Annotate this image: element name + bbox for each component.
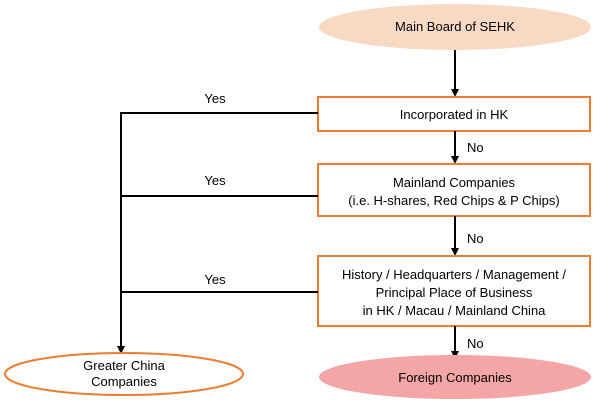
- foreign-companies-node: [319, 355, 591, 399]
- foreign-companies-label: Foreign Companies: [398, 370, 512, 385]
- greater-china-line2: Companies: [91, 374, 157, 389]
- decision-history-line2: Principal Place of Business: [376, 285, 533, 300]
- yes-label-3: Yes: [204, 272, 226, 287]
- decision-mainland-line1: Mainland Companies: [393, 175, 516, 190]
- decision-mainland-line2: (i.e. H-shares, Red Chips & P Chips): [348, 193, 559, 208]
- greater-china-line1: Greater China: [83, 358, 165, 373]
- decision-history-line3: in HK / Macau / Mainland China: [363, 303, 547, 318]
- start-label: Main Board of SEHK: [395, 19, 515, 34]
- decision-mainland: [317, 163, 591, 217]
- no-label-2: No: [467, 231, 484, 246]
- no-label-3: No: [467, 336, 484, 351]
- yes-label-2: Yes: [204, 173, 226, 188]
- decision-history-line1: History / Headquarters / Management /: [342, 267, 566, 282]
- start-node: [319, 4, 591, 50]
- decision-incorporated-hk: [317, 96, 591, 132]
- greater-china-node: [4, 352, 244, 396]
- decision-history: [317, 255, 591, 327]
- decision-incorporated-hk-label: Incorporated in HK: [400, 107, 509, 122]
- yes-label-1: Yes: [204, 91, 226, 106]
- no-label-1: No: [467, 140, 484, 155]
